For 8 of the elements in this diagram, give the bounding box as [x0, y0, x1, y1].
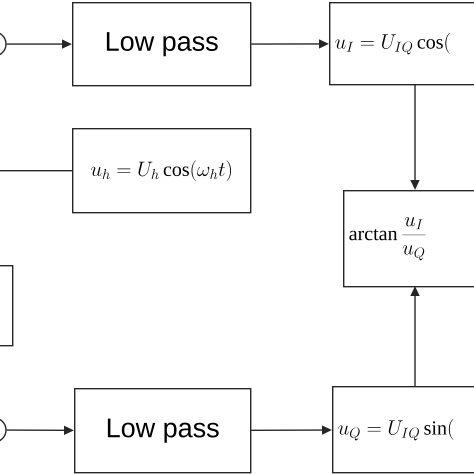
- filter-box: Low pass: [72, 2, 252, 86]
- formula-box: $\arctan\frac{u_I}{u_Q}$: [343, 190, 474, 288]
- box: [0, 265, 14, 346]
- filter-box: Low pass: [74, 388, 252, 474]
- formula-box: $u_I = U_{IQ}\cos($: [329, 2, 474, 86]
- formula-box: $u_h = U_h\cos(\omega_h t)$: [72, 128, 252, 214]
- formula-box: $u_Q = U_{IQ}\sin($: [332, 386, 474, 474]
- line: [0, 170, 72, 172]
